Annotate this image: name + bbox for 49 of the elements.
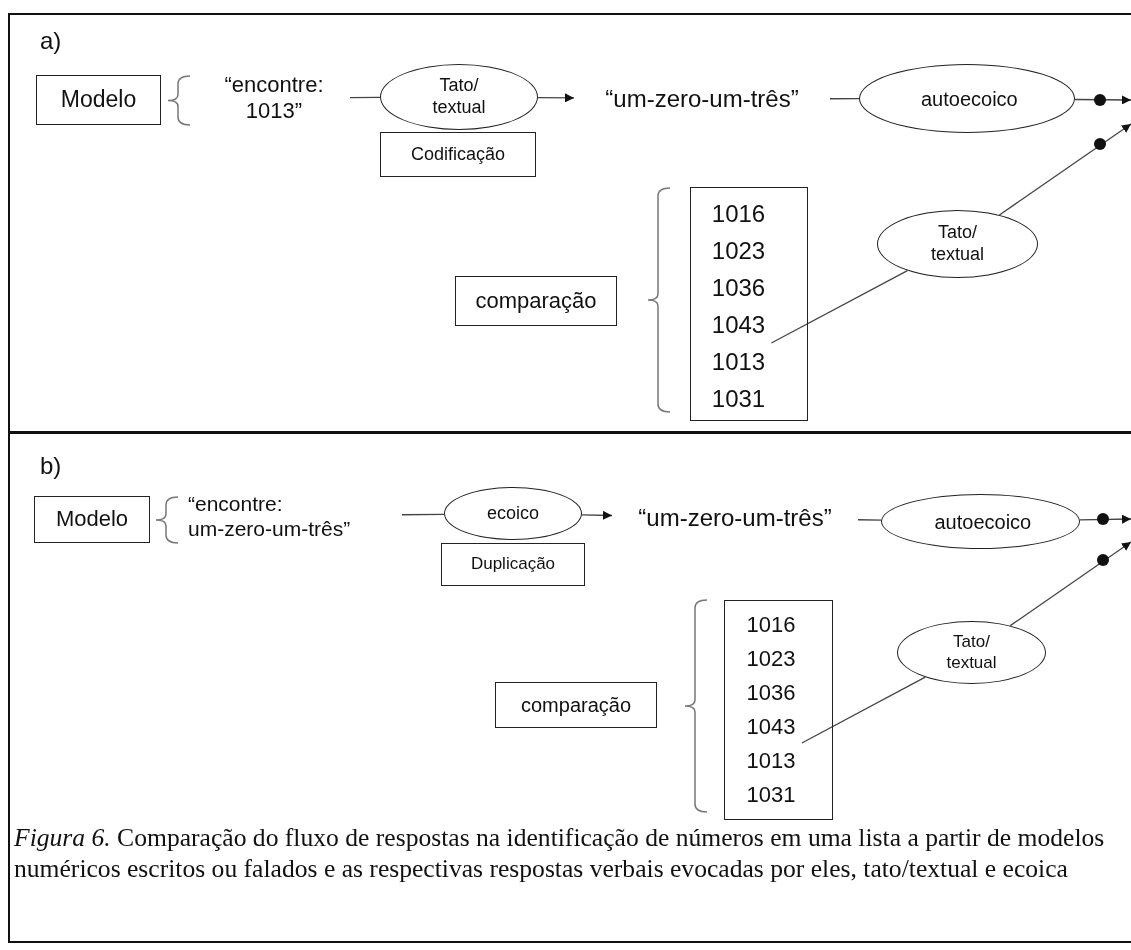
arrow [1079,514,1131,524]
panel-label: b) [40,452,62,480]
label-box [380,132,536,177]
number-text: 1023 [701,233,776,269]
label-box [36,75,161,125]
arrow [1009,541,1131,627]
quoted-text: “encontre: 1013” [198,66,350,130]
number-text: 1031 [735,778,807,812]
arrow [581,510,613,520]
connector-line [801,676,926,744]
quoted-text: “um-zero-um-três” [612,496,858,540]
node-label: Modelo [55,506,129,533]
quoted-text: “um-zero-um-três” [574,76,830,122]
connector-line [349,96,381,99]
number-text: 1013 [701,344,776,380]
number-text: 1023 [735,642,807,676]
connector-line [857,519,882,521]
node-label: Duplicação [470,554,556,575]
label-box [34,496,150,543]
arrow [537,93,575,103]
number-list-box [690,187,808,421]
number-text: 1016 [701,196,776,232]
label-box [495,682,657,728]
number-text: 1016 [735,608,807,642]
number-text: 1036 [735,676,807,710]
label-box [455,276,617,326]
node-label: comparação [475,287,597,315]
node-label: Tato/ textual [945,632,998,673]
quoted-text: “encontre: um-zero-um-três” [188,486,402,546]
panel-label: a) [40,27,62,55]
node-label: comparação [520,693,632,717]
node-label: ecoico [487,502,539,525]
connector-line [401,513,445,516]
node-label: Tato/ textual [431,75,487,119]
number-text: 1013 [735,744,807,778]
number-text: 1031 [701,381,776,417]
node-label: Codificação [410,143,506,166]
number-list-box [724,600,833,820]
node-label: Modelo [60,86,137,114]
node-label: Tato/ textual [929,222,985,266]
label-box [441,543,585,586]
connector-line [770,269,909,344]
connector-line [829,98,860,100]
number-text: 1036 [701,270,776,306]
arrow [1074,95,1131,105]
arrow [998,123,1131,216]
number-text: 1043 [701,307,776,343]
number-text: 1043 [735,710,807,744]
figure-caption: Figura 6. Comparação do fluxo de respostas na identificação de números em uma lista a partir de modelos numéricos escritos ou falados e as respectivas respostas verbais evocadas por eles, tato/textual e ecoica [14,822,1106,884]
